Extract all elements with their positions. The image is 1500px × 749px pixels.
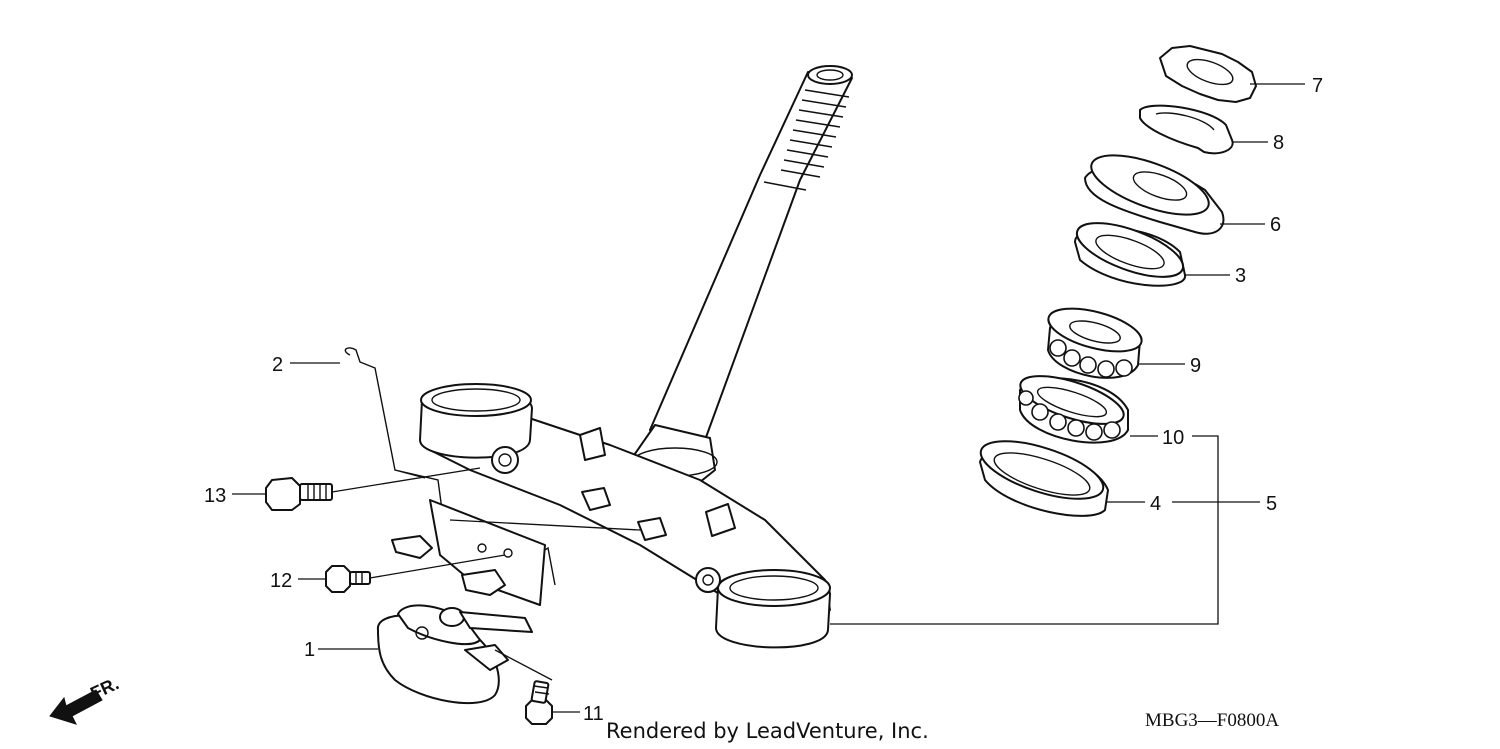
callout-8: 8 [1273,132,1284,154]
horn-stay[interactable] [344,347,556,606]
callout-13: 13 [204,485,226,507]
callout-11: 11 [583,703,604,725]
leader-lines [232,83,1305,713]
bearing-race[interactable] [974,429,1109,517]
callout-4: 4 [1150,493,1161,515]
front-direction-arrow-icon: FR. [49,673,122,725]
adjusting-nut[interactable] [1084,143,1225,235]
upper-ball-bearing[interactable] [1044,300,1146,379]
steering-stem-assembly[interactable] [419,65,853,649]
horn[interactable] [376,604,533,705]
credit-text: Rendered by LeadVenture, Inc. [606,719,929,743]
callout-7: 7 [1312,75,1323,97]
flange-bolt[interactable] [265,477,333,511]
screw[interactable] [325,565,371,593]
horn-bolt[interactable] [525,680,553,725]
callout-12: 12 [270,570,292,592]
callout-3: 3 [1235,265,1246,287]
callout-5: 5 [1266,493,1277,515]
callout-9: 9 [1190,355,1201,377]
callout-1: 1 [304,639,315,661]
callout-6: 6 [1270,214,1281,236]
callout-10: 10 [1162,427,1184,449]
lock-nut[interactable] [1159,45,1257,103]
lower-ball-bearing[interactable] [1015,366,1129,444]
lock-washer[interactable] [1139,104,1234,155]
diagram-code: MBG3—F0800A [1145,710,1279,731]
dust-seal[interactable] [1071,212,1190,288]
callout-2: 2 [272,354,283,376]
